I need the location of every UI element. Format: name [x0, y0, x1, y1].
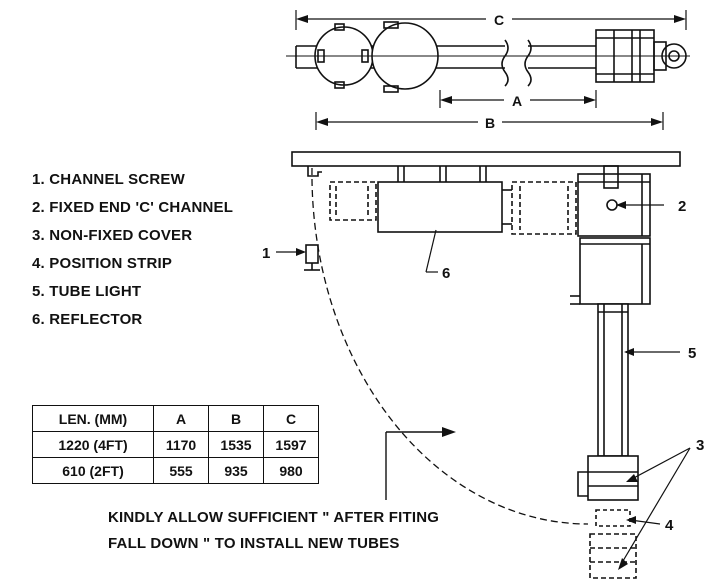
table-cell: 1170: [153, 431, 209, 458]
dimension-a-label: A: [512, 93, 522, 109]
table-header: A: [153, 405, 209, 432]
table-cell: 935: [208, 457, 264, 484]
dimension-b-label: B: [485, 115, 495, 131]
callout-5: 5: [688, 345, 696, 362]
callout-2: 2: [678, 198, 686, 215]
legend-item-position-strip: 4. POSITION STRIP: [32, 255, 173, 272]
legend-item-fixed-end-channel: 2. FIXED END 'C' CHANNEL: [32, 199, 234, 216]
legend-item-channel-screw: 1. CHANNEL SCREW: [32, 171, 185, 188]
top-view: [286, 21, 690, 93]
table-cell: 555: [153, 457, 209, 484]
table-row: 610 (2FT) 555 935 980: [32, 457, 319, 484]
parts-legend: 1. CHANNEL SCREW 2. FIXED END 'C' CHANNE…: [32, 170, 233, 338]
table-cell: 1597: [263, 431, 319, 458]
side-view: [291, 151, 681, 579]
legend-item-tube-light: 5. TUBE LIGHT: [32, 283, 142, 300]
legend-item-non-fixed-cover: 3. NON-FIXED COVER: [32, 227, 193, 244]
callout-3: 3: [696, 437, 704, 454]
table-cell: 1535: [208, 431, 264, 458]
table-cell: 610 (2FT): [32, 457, 154, 484]
dimension-table: LEN. (MM) A B C 1220 (4FT) 1170 1535 159…: [32, 405, 319, 484]
callout-1: 1: [262, 245, 270, 262]
table-header: C: [263, 405, 319, 432]
legend-item-reflector: 6. REFLECTOR: [32, 311, 143, 328]
dimension-c-label: C: [494, 12, 504, 28]
swing-arrow: [385, 427, 456, 500]
table-header-row: LEN. (MM) A B C: [32, 405, 319, 432]
dimension-a: [439, 90, 597, 108]
table-header: B: [208, 405, 264, 432]
dimension-c: [295, 10, 687, 30]
table-row: 1220 (4FT) 1170 1535 1597: [32, 431, 319, 458]
table-header: LEN. (MM): [32, 405, 154, 432]
callout-4: 4: [665, 517, 674, 534]
callout-6: 6: [442, 265, 450, 282]
leader-lines: [276, 201, 691, 570]
install-note-line-2: FALL DOWN " TO INSTALL NEW TUBES: [108, 535, 400, 552]
table-cell: 1220 (4FT): [32, 431, 154, 458]
dimension-b: [315, 112, 664, 130]
install-note-line-1: KINDLY ALLOW SUFFICIENT " AFTER FITING: [108, 509, 440, 526]
table-cell: 980: [263, 457, 319, 484]
